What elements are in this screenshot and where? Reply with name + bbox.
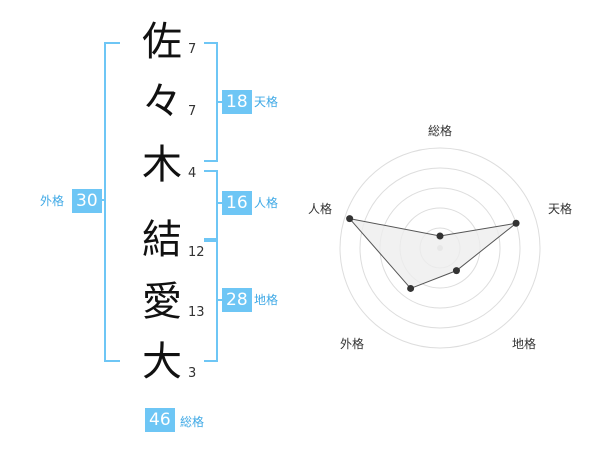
radar-area [348,217,518,290]
gaikaku-bracket [104,42,120,362]
name-char: 大 [142,339,182,385]
name-char: 結 [142,217,182,263]
tenkaku-value: 18 [222,90,252,114]
chikaku-value: 28 [222,288,252,312]
chikaku-bracket [204,240,218,362]
gaikaku-value: 30 [72,189,102,213]
chikaku-tick [218,299,222,301]
name-char: 愛 [142,279,182,325]
radar-axis-label: 総格 [428,124,453,138]
tenkaku-label: 天格 [254,95,279,109]
jinkaku-label: 人格 [254,196,279,210]
radar-axis-label: 人格 [308,202,333,216]
radar-axis-label: 天格 [548,202,573,216]
stroke-count: 13 [188,305,205,320]
tenkaku-bracket [204,42,218,162]
radar-axis-label: 外格 [340,337,365,351]
radar-point [436,232,444,240]
gaikaku-label: 外格 [40,194,65,208]
radar-ring [359,167,521,329]
name-char: 木 [142,142,182,188]
radar-chart [339,147,541,349]
stroke-count: 3 [188,366,197,381]
stroke-count: 4 [188,166,197,181]
stroke-count: 12 [188,245,205,260]
radar-point [512,219,520,227]
stroke-count: 7 [188,42,197,57]
tenkaku-tick [218,101,222,103]
chikaku-label: 地格 [254,293,279,307]
jinkaku-tick [218,202,222,204]
soukaku-label: 総格 [180,415,205,429]
stroke-count: 7 [188,104,197,119]
radar-point [452,267,460,275]
jinkaku-value: 16 [222,191,252,215]
radar-point [407,284,415,292]
name-char: 々 [142,79,182,125]
jinkaku-bracket [204,170,218,240]
soukaku-value: 46 [145,408,175,432]
radar-ring [339,147,541,349]
name-char: 佐 [142,19,182,65]
radar-axis-label: 地格 [512,337,537,351]
radar-point [346,215,354,223]
